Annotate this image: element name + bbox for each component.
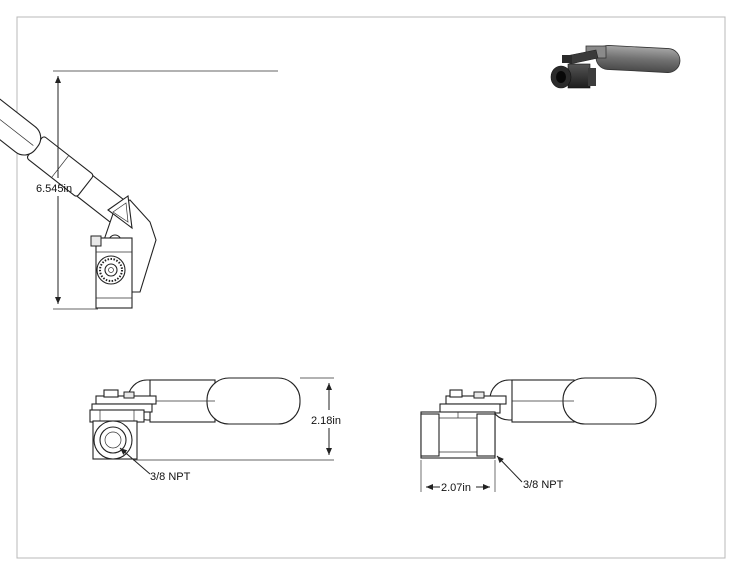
side-view bbox=[89, 377, 301, 460]
end-width-label: 2.07in bbox=[441, 482, 471, 494]
end-port-label: 3/8 NPT bbox=[523, 479, 564, 491]
height-dimension-front: 6.545in bbox=[36, 70, 278, 310]
height-dimension-side: 2.18in bbox=[133, 377, 341, 461]
isometric-preview bbox=[550, 45, 681, 89]
sheet-border bbox=[16, 16, 726, 559]
port-leader-end: 3/8 NPT bbox=[496, 455, 564, 491]
front-view bbox=[0, 83, 157, 309]
width-dimension-end: 2.07in bbox=[420, 460, 496, 494]
end-view bbox=[420, 377, 657, 459]
side-height-label: 2.18in bbox=[311, 415, 341, 427]
side-port-label: 3/8 NPT bbox=[150, 471, 191, 483]
front-height-label: 6.545in bbox=[36, 183, 72, 195]
port-leader-side: 3/8 NPT bbox=[119, 447, 191, 483]
